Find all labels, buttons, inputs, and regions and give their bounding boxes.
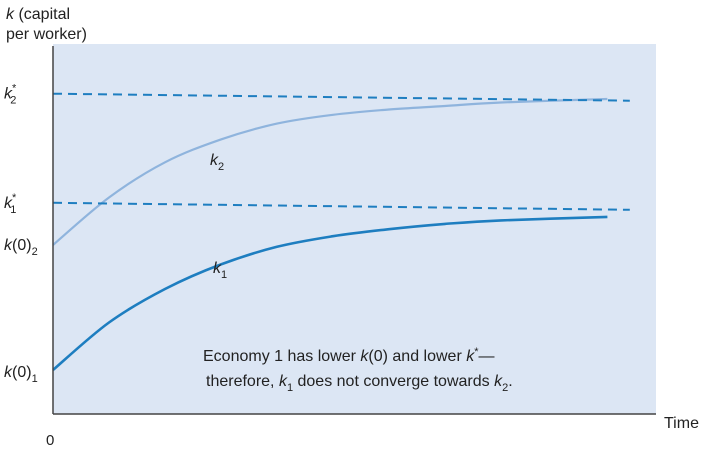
annotation: Economy 1 has lower k(0) and lower k*— th… — [203, 346, 513, 394]
series-line-k2-star — [52, 92, 630, 102]
annotation-line-2: therefore, k1 does not converge towards … — [206, 373, 513, 394]
y-tick-labels: k*2 k*1 k(0)2 k(0)1 — [4, 83, 38, 385]
y-axis-label-line1: k (capital — [6, 6, 70, 23]
plot-background — [53, 44, 656, 414]
annotation-line-1: Economy 1 has lower k(0) and lower k*— — [203, 346, 495, 365]
labels-layer: k (capital per worker) Time 0 — [6, 6, 699, 449]
y-tick-label-1: k*1 — [4, 192, 17, 216]
curves-layer — [52, 92, 630, 371]
axes-layer — [52, 46, 656, 415]
origin-label: 0 — [46, 432, 54, 449]
series-labels: k2 k1 — [210, 152, 227, 281]
series-line-k1 — [52, 215, 608, 371]
y-tick-label-2: k(0)2 — [4, 237, 38, 258]
y-tick-label-3: k(0)1 — [4, 364, 38, 385]
series-label-k1: k1 — [213, 260, 227, 281]
y-axis-var: k — [6, 6, 15, 23]
series-line-k2 — [52, 97, 608, 246]
series-line-k1-star — [52, 201, 630, 211]
y-tick-label-0: k*2 — [4, 83, 17, 107]
y-axis-var-desc: (capital — [14, 6, 70, 23]
x-axis-label: Time — [664, 415, 699, 432]
series-label-k2: k2 — [210, 152, 224, 173]
y-axis-label-line2: per worker) — [6, 26, 87, 43]
